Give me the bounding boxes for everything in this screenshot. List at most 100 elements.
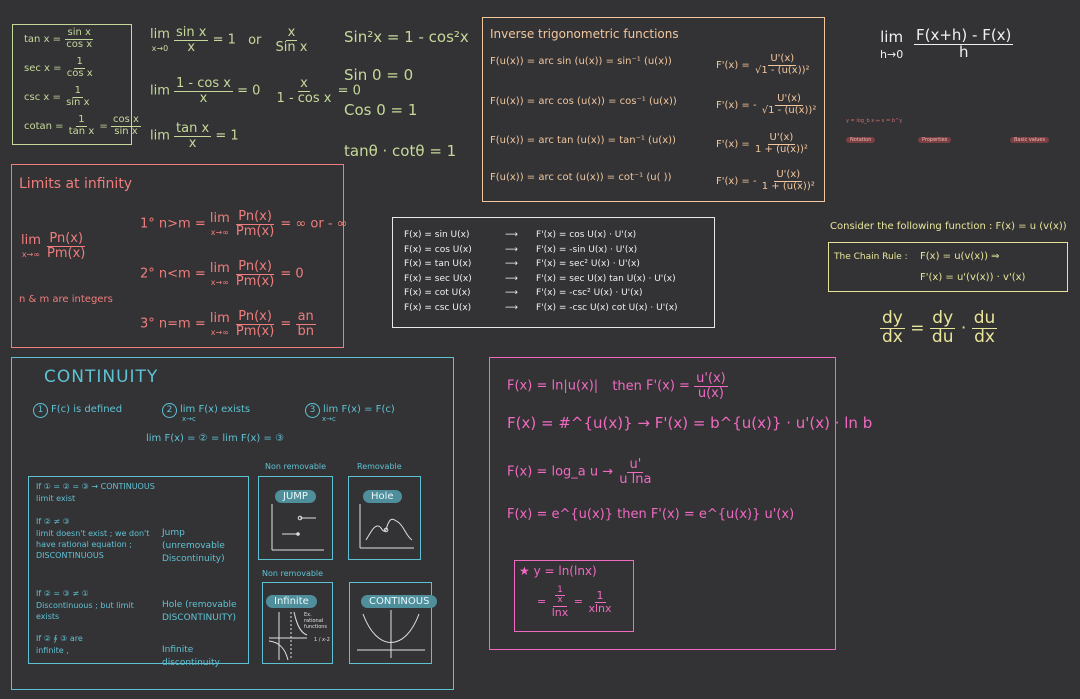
continuity-box: [11, 357, 454, 690]
hole-graph-plot: [359, 504, 414, 549]
chain-line-2: F'(x) = u'(v(x)) · v'(x): [920, 272, 1026, 283]
cases-box: [28, 476, 249, 664]
arrow-icon: ⟶: [505, 259, 518, 269]
inverse-row-lhs: F(u(x)) = arc cos (u(x)) = cos⁻¹ (u(x)): [490, 96, 677, 107]
one-sided-limits: lim F(x) = ② = lim F(x) = ③: [146, 433, 285, 444]
removable-label: Removable: [357, 462, 402, 471]
case-condition: If ① = ② = ③ → CONTINUOUS: [36, 482, 155, 491]
hole-graph: [348, 476, 421, 560]
case-result: Hole (removable DISCONTINUITY): [162, 600, 237, 623]
rule-ln: F(x) = ln|u(x)| then F'(x) = u'(x)u(x): [507, 371, 728, 401]
infinite-graph-plot: [268, 611, 308, 661]
chain-title: The Chain Rule :: [834, 252, 908, 262]
case-result: Infinite discontinuity: [162, 645, 220, 668]
inverse-row-lhs: F(u(x)) = arc sin (u(x)) = sin⁻¹ (u(x)): [490, 56, 672, 67]
arrow-icon: ⟶: [505, 230, 518, 240]
inverse-row-rhs: F'(x) = - U'(x)1 + (u(x))²: [716, 169, 815, 192]
rational-example-frac: 1 / x-2: [314, 637, 330, 643]
continuity-title: CONTINUITY: [44, 367, 159, 387]
derivative-row-lhs: F(x) = cot U(x): [404, 288, 471, 298]
arrow-icon: ⟶: [505, 302, 518, 313]
inverse-trig-title: Inverse trigonometric functions: [490, 27, 679, 41]
case-description: infinite ,: [36, 646, 69, 655]
case-description: Discontinuous ; but limit exists: [36, 601, 134, 621]
rule-exponential: F(x) = #^{u(x)} → F'(x) = b^{u(x)} · u'(…: [507, 414, 873, 432]
inverse-trig-box: [482, 17, 825, 202]
case-condition: If ② ∮ ③ are: [36, 634, 83, 643]
arrow-icon: ⟶: [505, 273, 518, 284]
case-description: limit doesn't exist ; we don't have rati…: [36, 529, 150, 560]
nonremovable-label-2: Non removable: [262, 569, 324, 578]
hole-pill: Hole: [363, 484, 402, 503]
jump-pill: JUMP: [275, 484, 316, 503]
derivative-row-rhs: F'(x) = -csc² U(x) · U'(x): [536, 288, 643, 298]
pythagorean-identity: Sin²x = 1 - cos²x: [344, 28, 469, 46]
rule-log-a: F(x) = log_a u → u'u lna: [507, 457, 652, 487]
x-to-c-label: x→c: [182, 415, 196, 423]
case-description: limit exist: [36, 494, 76, 503]
case-condition: If ② = ③ ≠ ①: [36, 589, 89, 598]
log-properties: Properties: [918, 137, 952, 143]
continuous-pill: CONTINOUS: [361, 589, 438, 608]
limits-infinity-title: Limits at infinity: [19, 176, 133, 192]
inverse-row-rhs: F'(x) = U'(x)√1 - (u(x))²: [716, 53, 810, 76]
infinite-pill: Infinite: [266, 589, 317, 608]
arrow-icon: ⟶: [505, 244, 518, 255]
derivative-row-lhs: F(x) = csc U(x): [404, 302, 472, 313]
chain-line-1: F(x) = u(v(x)) ⇒: [920, 251, 1000, 262]
derivative-row-lhs: F(x) = sin U(x): [404, 230, 470, 240]
derivative-row-rhs: F'(x) = -csc U(x) cot U(x) · U'(x): [536, 302, 678, 313]
log-basic-values: Basic values: [1010, 137, 1050, 143]
derivative-row-lhs: F(x) = tan U(x): [404, 259, 472, 269]
example-box: [514, 560, 634, 632]
cos-zero: Cos 0 = 1: [344, 101, 418, 119]
jump-graph: [258, 476, 333, 560]
example-title: ★ y = ln(lnx): [519, 564, 597, 578]
inverse-row-rhs: F'(x) = U'(x)1 + (u(x))²: [716, 132, 808, 155]
chain-rule-box: [828, 242, 1068, 292]
inverse-row-rhs: F'(x) = - U'(x)√1 - (u(x))²: [716, 93, 817, 116]
derivative-row-rhs: F'(x) = cos U(x) · U'(x): [536, 230, 637, 240]
x-to-c-label-2: x→c: [322, 415, 336, 423]
log-rules-box: [489, 357, 836, 650]
rule-e: F(x) = e^{u(x)} then F'(x) = e^{u(x)} u'…: [507, 507, 795, 522]
log-definition: y = log_b x ⇔ x = b^y: [846, 118, 903, 124]
case-result: Jump (unremovable Discontinuity): [162, 528, 225, 564]
case-condition: If ② ≠ ③: [36, 517, 70, 526]
infinite-graph: [262, 582, 333, 664]
derivatives-box: [392, 217, 715, 328]
chain-consider: Consider the following function : F(x) =…: [830, 221, 1067, 232]
derivative-row-rhs: F'(x) = -sin U(x) · U'(x): [536, 244, 638, 255]
derivative-row-lhs: F(x) = cos U(x): [404, 244, 472, 255]
tan-cot-identity: tanθ · cotθ = 1: [344, 142, 457, 160]
limits-infinity-box: [11, 164, 344, 348]
log-notation: Notation: [846, 137, 876, 143]
derivative-row-lhs: F(x) = sec U(x): [404, 273, 472, 284]
rational-example: Ex. rational functions: [304, 612, 328, 630]
integers-note: n & m are integers: [19, 294, 113, 305]
continuous-graph: [349, 582, 432, 664]
continuous-graph-plot: [357, 610, 425, 658]
inverse-row-lhs: F(u(x)) = arc tan (u(x)) = tan⁻¹ (u(x)): [490, 135, 676, 146]
inverse-row-lhs: F(u(x)) = arc cot (u(x)) = cot⁻¹ (u( )): [490, 172, 672, 183]
arrow-icon: ⟶: [505, 288, 518, 298]
identities-box: [12, 24, 132, 145]
nonremovable-label: Non removable: [265, 462, 327, 471]
jump-graph-plot: [271, 504, 324, 551]
